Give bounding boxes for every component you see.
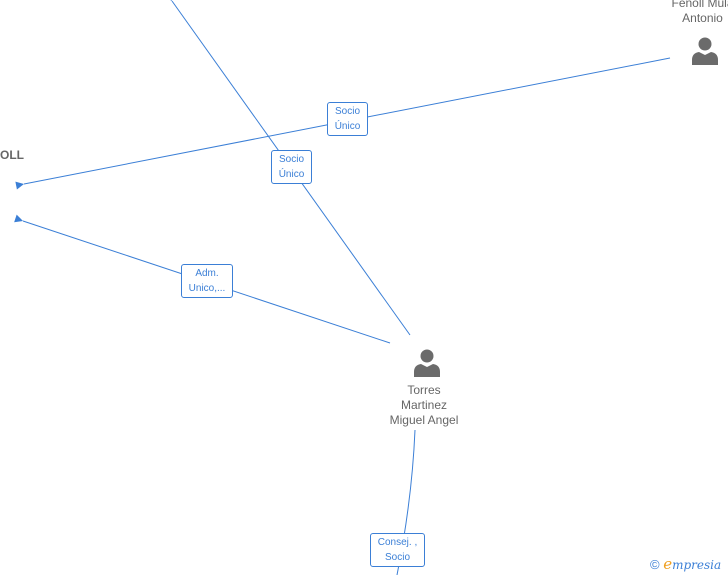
person-name-line: Fenoll Mula: [671, 0, 728, 10]
person-name-line: Martinez: [400, 398, 447, 412]
person-name-line: Miguel Angel: [389, 413, 459, 427]
edge-label-line: Único: [278, 169, 305, 180]
edge-label-line: Unico,...: [188, 283, 226, 294]
edge-label-socio-unico-fenoll[interactable]: Socio Único: [327, 102, 368, 136]
person-name-line: Antonio: [682, 11, 723, 25]
edge-label-line: Único: [334, 121, 361, 132]
edge-label-socio-unico-torres[interactable]: Socio Único: [271, 150, 312, 184]
person-name-line: Torres: [407, 383, 441, 397]
edge-label-consej-socio[interactable]: Consej. , Socio: [370, 533, 425, 567]
edge-label-adm-unico[interactable]: Adm. Unico,...: [181, 264, 233, 298]
copyright-icon: ©: [650, 557, 660, 572]
company-name-oll[interactable]: OLL: [0, 148, 24, 162]
person-icon-torres[interactable]: [412, 348, 442, 378]
person-name-fenoll[interactable]: Fenoll Mula Antonio: [655, 0, 728, 26]
empresia-logo: © empresia: [650, 555, 721, 573]
edge-label-line: Socio: [384, 552, 410, 563]
logo-rest: mpresia: [672, 558, 722, 572]
edge-label-line: Socio: [278, 154, 304, 165]
edge-label-line: Adm.: [195, 268, 219, 279]
person-name-torres[interactable]: Torres Martinez Miguel Angel: [374, 383, 474, 428]
logo-e: e: [663, 555, 673, 573]
person-icon-fenoll[interactable]: [690, 36, 720, 66]
edge-label-line: Socio: [334, 106, 360, 117]
edge-label-line: Consej. ,: [377, 537, 418, 548]
